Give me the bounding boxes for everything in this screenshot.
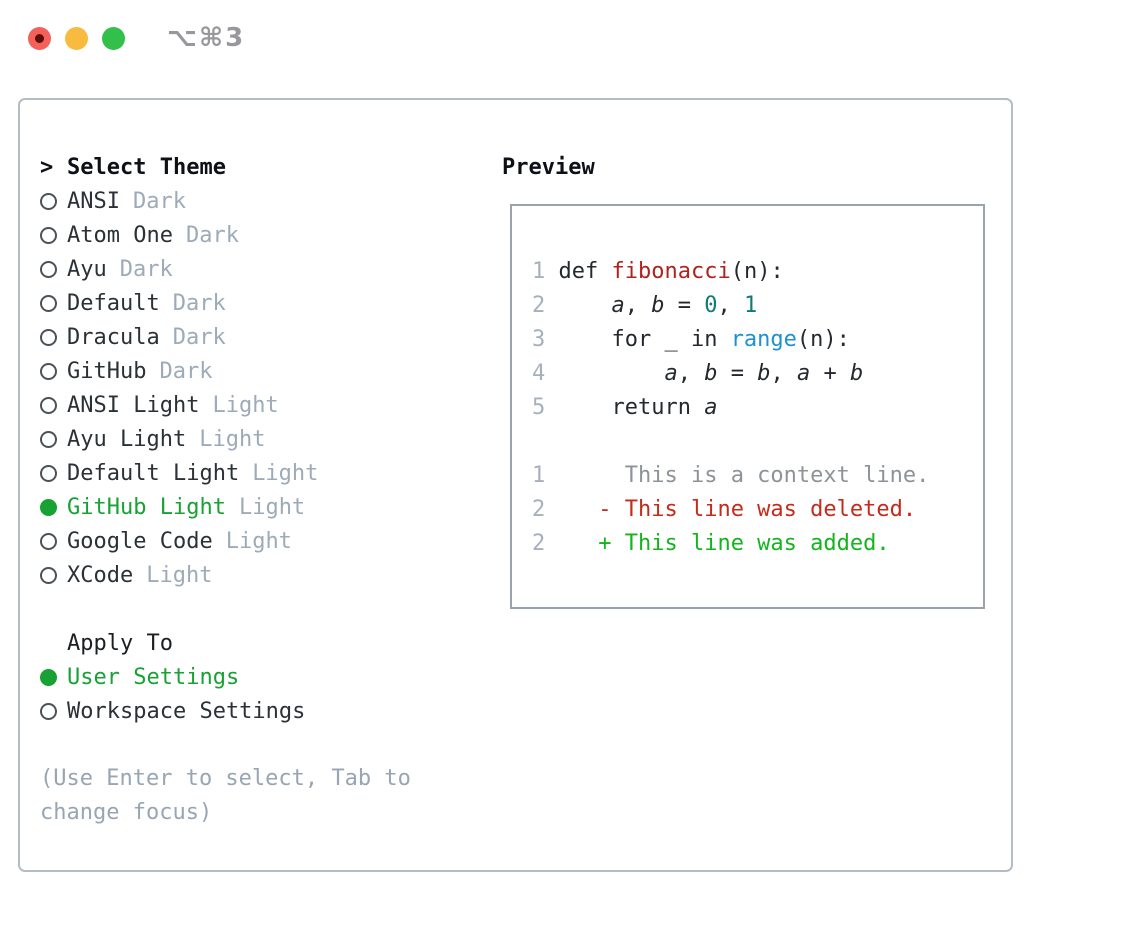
radio-icon (40, 226, 57, 244)
theme-name: Atom One (67, 222, 173, 248)
radio-selected-icon (40, 498, 57, 516)
theme-name: Default Light (67, 460, 240, 486)
diff-line-context: 1 This is a context line. (532, 463, 930, 488)
theme-name: GitHub (67, 358, 147, 384)
window-title: ⌥⌘3 (167, 23, 246, 53)
code-line: 2 a, b = 0, 1 (532, 293, 758, 318)
apply-option[interactable]: User Settings (40, 660, 442, 694)
theme-name: GitHub Light (67, 494, 226, 520)
preview-box: 1 def fibonacci(n): 2 a, b = 0, 1 3 for _ … (510, 204, 985, 609)
theme-name: Default (67, 290, 160, 316)
radio-icon (40, 532, 57, 550)
minimize-button[interactable] (65, 26, 88, 50)
theme-option[interactable]: Default Dark (40, 286, 442, 320)
radio-selected-icon (40, 668, 57, 686)
theme-name: Ayu (67, 256, 107, 282)
code-block: 1 def fibonacci(n): 2 a, b = 0, 1 3 for _ … (532, 255, 983, 425)
apply-option-label: Workspace Settings (67, 698, 306, 724)
theme-variant-tag: Dark (119, 256, 173, 282)
zoom-button[interactable] (102, 26, 125, 50)
titlebar: ⌥⌘3 (0, 0, 1140, 76)
prompt-caret-icon: > (40, 154, 54, 180)
code-line: 4 a, b = b, a + b (532, 361, 864, 386)
radio-icon (40, 430, 57, 448)
radio-icon (40, 362, 57, 380)
theme-option[interactable]: ANSI Dark (40, 184, 442, 218)
diff-line-added: 2 + This line was added. (532, 531, 890, 556)
apply-option[interactable]: Workspace Settings (40, 694, 442, 728)
theme-option[interactable]: Ayu Dark (40, 252, 442, 286)
theme-name: Dracula (67, 324, 160, 350)
theme-variant-tag: Dark (172, 290, 226, 316)
radio-icon (40, 260, 57, 278)
theme-name: Ayu Light (67, 426, 187, 452)
theme-name: ANSI Light (67, 392, 200, 418)
select-theme-header: > Select Theme (40, 150, 442, 184)
theme-variant-tag: Light (252, 460, 319, 486)
diff-block: 1 This is a context line. 2 - This line w… (532, 459, 983, 561)
radio-icon (40, 702, 57, 720)
code-line: 5 return a (532, 395, 718, 420)
theme-option[interactable]: Google Code Light (40, 524, 442, 558)
theme-variant-tag: Dark (172, 324, 226, 350)
theme-option[interactable]: ANSI Light Light (40, 388, 442, 422)
code-line: 1 def fibonacci(n): (532, 259, 784, 284)
apply-option-label: User Settings (67, 664, 240, 690)
apply-to-header: Apply To (40, 626, 442, 660)
theme-variant-tag: Dark (159, 358, 213, 384)
apply-to-label: Apply To (67, 630, 173, 656)
preview-title: Preview (502, 154, 595, 180)
radio-icon (40, 192, 57, 210)
theme-option[interactable]: Atom One Dark (40, 218, 442, 252)
theme-name: XCode (67, 562, 134, 588)
theme-variant-tag: Light (225, 528, 292, 554)
theme-option[interactable]: Default Light Light (40, 456, 442, 490)
theme-variant-tag: Light (212, 392, 279, 418)
select-theme-label: Select Theme (67, 154, 226, 180)
radio-icon (40, 328, 57, 346)
code-line: 3 for _ in range(n): (532, 327, 850, 352)
theme-option[interactable]: Ayu Light Light (40, 422, 442, 456)
theme-option[interactable]: Dracula Dark (40, 320, 442, 354)
theme-variant-tag: Light (146, 562, 213, 588)
theme-option[interactable]: XCode Light (40, 558, 442, 592)
theme-option[interactable]: GitHub Light Light (40, 490, 442, 524)
code-diff-spacer (532, 425, 983, 459)
close-button[interactable] (28, 26, 51, 50)
radio-icon (40, 396, 57, 414)
radio-icon (40, 294, 57, 312)
radio-icon (40, 566, 57, 584)
theme-name: ANSI (67, 188, 120, 214)
theme-variant-tag: Light (238, 494, 306, 520)
theme-variant-tag: Dark (185, 222, 239, 248)
close-dot-icon (35, 33, 44, 43)
radio-icon (40, 464, 57, 482)
hint-text: (Use Enter to select, Tab to change focu… (40, 766, 411, 825)
diff-line-deleted: 2 - This line was deleted. (532, 497, 917, 522)
theme-variant-tag: Dark (132, 188, 186, 214)
theme-name: Google Code (67, 528, 213, 554)
theme-option[interactable]: GitHub Dark (40, 354, 442, 388)
theme-variant-tag: Light (199, 426, 266, 452)
